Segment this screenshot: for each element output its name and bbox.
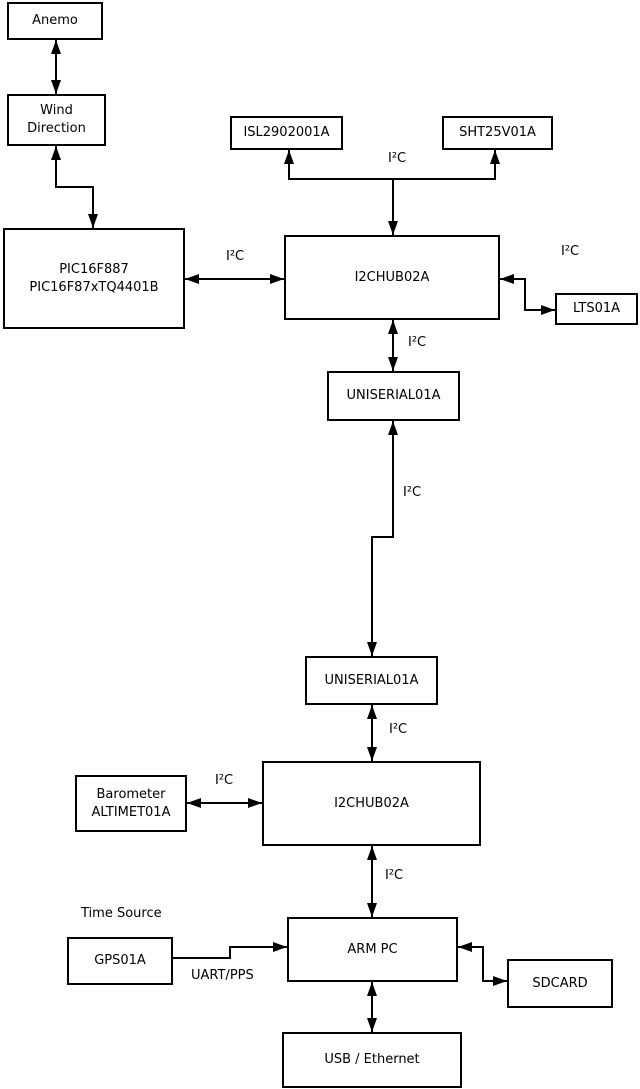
arrowhead-hub1-isl: [284, 150, 294, 164]
node-usb-ethernet: USB / Ethernet: [282, 1032, 462, 1088]
node-label-i2chub02a-1-0: I2CHUB02A: [354, 269, 430, 285]
node-label-barometer-1: ALTIMET01A: [91, 804, 171, 820]
node-label-sht25v01a-0: SHT25V01A: [459, 125, 536, 141]
arrowhead-hub2-armpc: [367, 903, 377, 917]
arrowhead-anemo-wind: [51, 80, 61, 94]
node-label-pic-0: PIC16F887: [59, 261, 129, 277]
label-i2c-sensors: I²C: [388, 151, 407, 166]
node-label-wind-direction-1: Direction: [27, 121, 86, 136]
label-uart-pps: UART/PPS: [191, 968, 254, 983]
node-label-barometer-0: Barometer: [96, 786, 166, 802]
node-label-lts01a-0: LTS01A: [572, 301, 621, 317]
arrowhead-armpc-sdcard: [493, 976, 507, 986]
node-i2chub02a-2: I2CHUB02A: [262, 761, 481, 846]
node-gps01a: GPS01A: [67, 937, 173, 985]
arrowhead-pic-hub1: [185, 274, 199, 284]
edge-uniserial1-uniserial2: [371, 421, 394, 656]
node-label-wind-direction-0: Wind: [40, 103, 73, 119]
arrowhead-barometer-hub2: [187, 798, 201, 808]
node-label-uniserial01a-1-0: UNISERIAL01A: [346, 388, 441, 404]
arrowhead-hub1-lts: [500, 274, 514, 284]
arrowhead-hub2-armpc: [367, 846, 377, 860]
arrowhead-uniserial1-uniserial2: [388, 421, 398, 435]
node-sht25v01a: SHT25V01A: [442, 116, 553, 150]
node-label-anemo-0: Anemo: [32, 13, 78, 29]
arrowhead-uniserial2-hub2: [367, 705, 377, 719]
arrowhead-hub1-uniserial1: [388, 320, 398, 334]
arrowhead-anemo-wind: [51, 40, 61, 54]
arrowhead-hub1-lts: [541, 305, 555, 315]
node-label-i2chub02a-2-0: I2CHUB02A: [334, 795, 409, 811]
edge-hub1-lts: [500, 278, 555, 311]
node-uniserial01a-2: UNISERIAL01A: [305, 656, 438, 705]
arrowhead-armpc-usb: [367, 982, 377, 996]
arrowhead-pic-hub1: [270, 274, 284, 284]
node-label-isl2902001a-0: ISL2902001A: [243, 125, 330, 141]
label-i2c-hub1-uniserial: I²C: [408, 335, 427, 350]
label-time-source: Time Source: [81, 906, 162, 921]
arrowhead-uniserial2-hub2: [367, 747, 377, 761]
label-i2c-pic: I²C: [226, 249, 245, 264]
node-label-gps01a-0: GPS01A: [94, 953, 146, 969]
arrowhead-wind-pic: [51, 146, 61, 160]
node-label-pic-1: PIC16F87xTQ4401B: [29, 279, 159, 295]
edge-wind-pic: [55, 146, 94, 228]
node-lts01a: LTS01A: [555, 293, 638, 325]
label-i2c-barometer: I²C: [215, 773, 234, 788]
edge-armpc-sdcard: [458, 946, 507, 982]
node-arm-pc: ARM PC: [287, 917, 458, 982]
arrowhead-hub1-sht: [490, 150, 500, 164]
node-isl2902001a: ISL2902001A: [230, 116, 343, 150]
label-i2c-uniserial2-hub2: I²C: [389, 722, 408, 737]
label-i2c-hub2-armpc: I²C: [385, 868, 404, 883]
arrowhead-hub1-isl: [388, 221, 398, 235]
node-label-uniserial01a-2-0: UNISERIAL01A: [324, 672, 419, 688]
arrowhead-barometer-hub2: [248, 798, 262, 808]
label-i2c-lts: I²C: [561, 244, 580, 259]
node-anemo: Anemo: [7, 2, 103, 40]
arrowhead-wind-pic: [88, 214, 98, 228]
arrowhead-armpc-usb: [367, 1018, 377, 1032]
edge-gps-armpc: [173, 946, 287, 959]
label-i2c-uniserial-link: I²C: [403, 485, 422, 500]
node-label-usb-ethernet-0: USB / Ethernet: [324, 1052, 420, 1068]
node-label-sdcard-0: SDCARD: [532, 975, 588, 991]
node-uniserial01a-1: UNISERIAL01A: [327, 371, 460, 421]
edge-hub1-sht: [393, 150, 496, 180]
arrowhead-gps-armpc: [273, 942, 287, 952]
edge-hub1-isl: [288, 150, 394, 235]
arrowhead-hub1-uniserial1: [388, 357, 398, 371]
node-sdcard: SDCARD: [507, 959, 613, 1008]
node-label-arm-pc-0: ARM PC: [347, 941, 398, 957]
node-i2chub02a-1: I2CHUB02A: [284, 235, 500, 320]
arrowhead-uniserial1-uniserial2: [367, 642, 377, 656]
arrowhead-armpc-sdcard: [458, 942, 472, 952]
